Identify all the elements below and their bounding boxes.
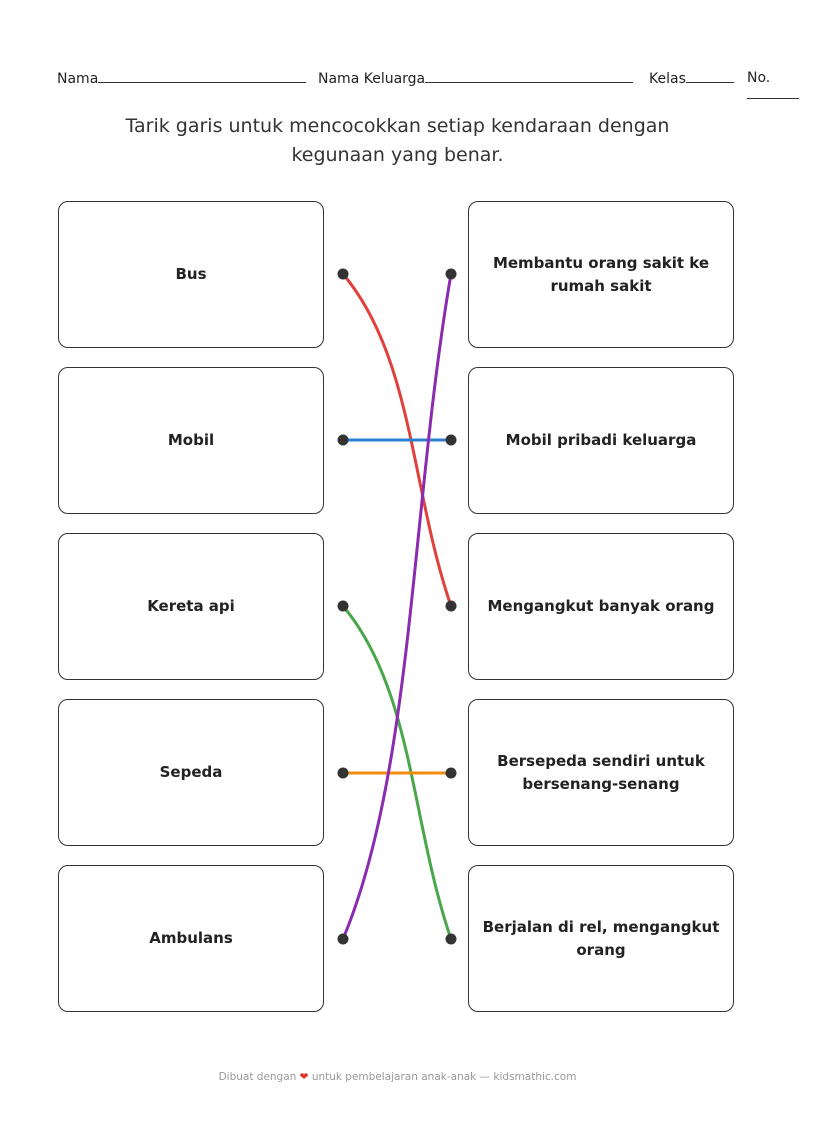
match-line[interactable] bbox=[341, 273, 453, 940]
class-field[interactable]: Kelas bbox=[649, 70, 734, 87]
right-connector-dot[interactable] bbox=[445, 767, 457, 779]
usage-card[interactable]: Mobil pribadi keluarga bbox=[468, 367, 734, 514]
usage-card[interactable]: Membantu orang sakit ke rumah sakit bbox=[468, 201, 734, 348]
right-connector-dot[interactable] bbox=[445, 268, 457, 280]
name-field[interactable]: Nama bbox=[57, 70, 307, 87]
vehicle-card[interactable]: Mobil bbox=[58, 367, 324, 514]
class-label: Kelas bbox=[649, 71, 686, 87]
number-label: No. bbox=[747, 70, 771, 86]
heart-icon: ❤ bbox=[299, 1071, 309, 1083]
family-name-label: Nama Keluarga bbox=[318, 71, 426, 87]
vehicle-card[interactable]: Sepeda bbox=[58, 699, 324, 846]
family-name-field[interactable]: Nama Keluarga bbox=[318, 70, 634, 87]
match-line[interactable] bbox=[341, 605, 453, 940]
vehicle-card[interactable]: Bus bbox=[58, 201, 324, 348]
footer-text-start: Dibuat dengan bbox=[218, 1071, 297, 1083]
footer: Dibuat dengan ❤ untuk pembelajaran anak-… bbox=[0, 1071, 795, 1083]
left-connector-dot[interactable] bbox=[337, 767, 349, 779]
usage-card[interactable]: Mengangkut banyak orang bbox=[468, 533, 734, 680]
usage-card[interactable]: Bersepeda sendiri untuk bersenang-senang bbox=[468, 699, 734, 846]
right-connector-dot[interactable] bbox=[445, 933, 457, 945]
footer-text-end: untuk pembelajaran anak-anak — kidsmathi… bbox=[311, 1071, 577, 1083]
right-connector-dot[interactable] bbox=[445, 600, 457, 612]
left-connector-dot[interactable] bbox=[337, 434, 349, 446]
number-field[interactable]: No. bbox=[747, 70, 822, 103]
right-connector-dot[interactable] bbox=[445, 434, 457, 446]
name-label: Nama bbox=[57, 71, 99, 87]
vehicle-card[interactable]: Ambulans bbox=[58, 865, 324, 1012]
vehicle-card[interactable]: Kereta api bbox=[58, 533, 324, 680]
match-line[interactable] bbox=[341, 273, 453, 607]
left-connector-dot[interactable] bbox=[337, 933, 349, 945]
instruction: Tarik garis untuk mencocokkan setiap ken… bbox=[125, 115, 670, 166]
usage-card[interactable]: Berjalan di rel, mengangkut orang bbox=[468, 865, 734, 1012]
left-connector-dot[interactable] bbox=[337, 268, 349, 280]
left-connector-dot[interactable] bbox=[337, 600, 349, 612]
